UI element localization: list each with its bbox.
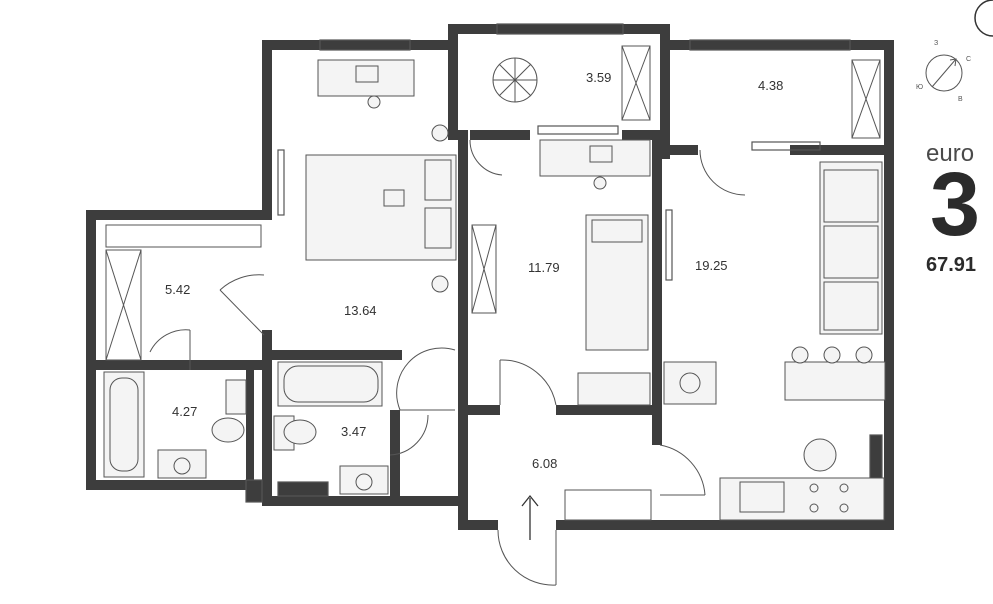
- compass-label-w: Ю: [916, 84, 924, 91]
- compass-label-s: В: [958, 96, 963, 103]
- room-area-wardrobe: 5.42: [165, 282, 191, 297]
- walls: [86, 24, 894, 530]
- room-area-bathroom-second: 3.47: [341, 424, 367, 439]
- apartment-type-label: euro: [926, 140, 975, 167]
- windows: [245, 23, 883, 503]
- compass-icon: [925, 54, 963, 92]
- rooms-count: 3: [930, 155, 981, 255]
- room-area-bedroom-second: 11.79: [528, 260, 560, 275]
- room-area-balcony-left: 3.59: [586, 70, 612, 85]
- corner-arc: [974, 0, 993, 37]
- total-area: 67.91: [926, 254, 977, 276]
- doors: [149, 139, 746, 586]
- room-area-hallway: 6.08: [532, 456, 558, 471]
- room-area-bathroom-main: 4.27: [172, 404, 198, 419]
- room-area-balcony-right: 4.38: [758, 78, 784, 93]
- room-area-bedroom-main: 13.64: [344, 303, 377, 318]
- entrance-arrow-icon: [521, 494, 539, 540]
- compass-label-e: С: [966, 56, 972, 63]
- furniture: [103, 45, 886, 521]
- room-area-living-kitchen: 19.25: [695, 258, 728, 273]
- compass-label-n: З: [934, 40, 939, 47]
